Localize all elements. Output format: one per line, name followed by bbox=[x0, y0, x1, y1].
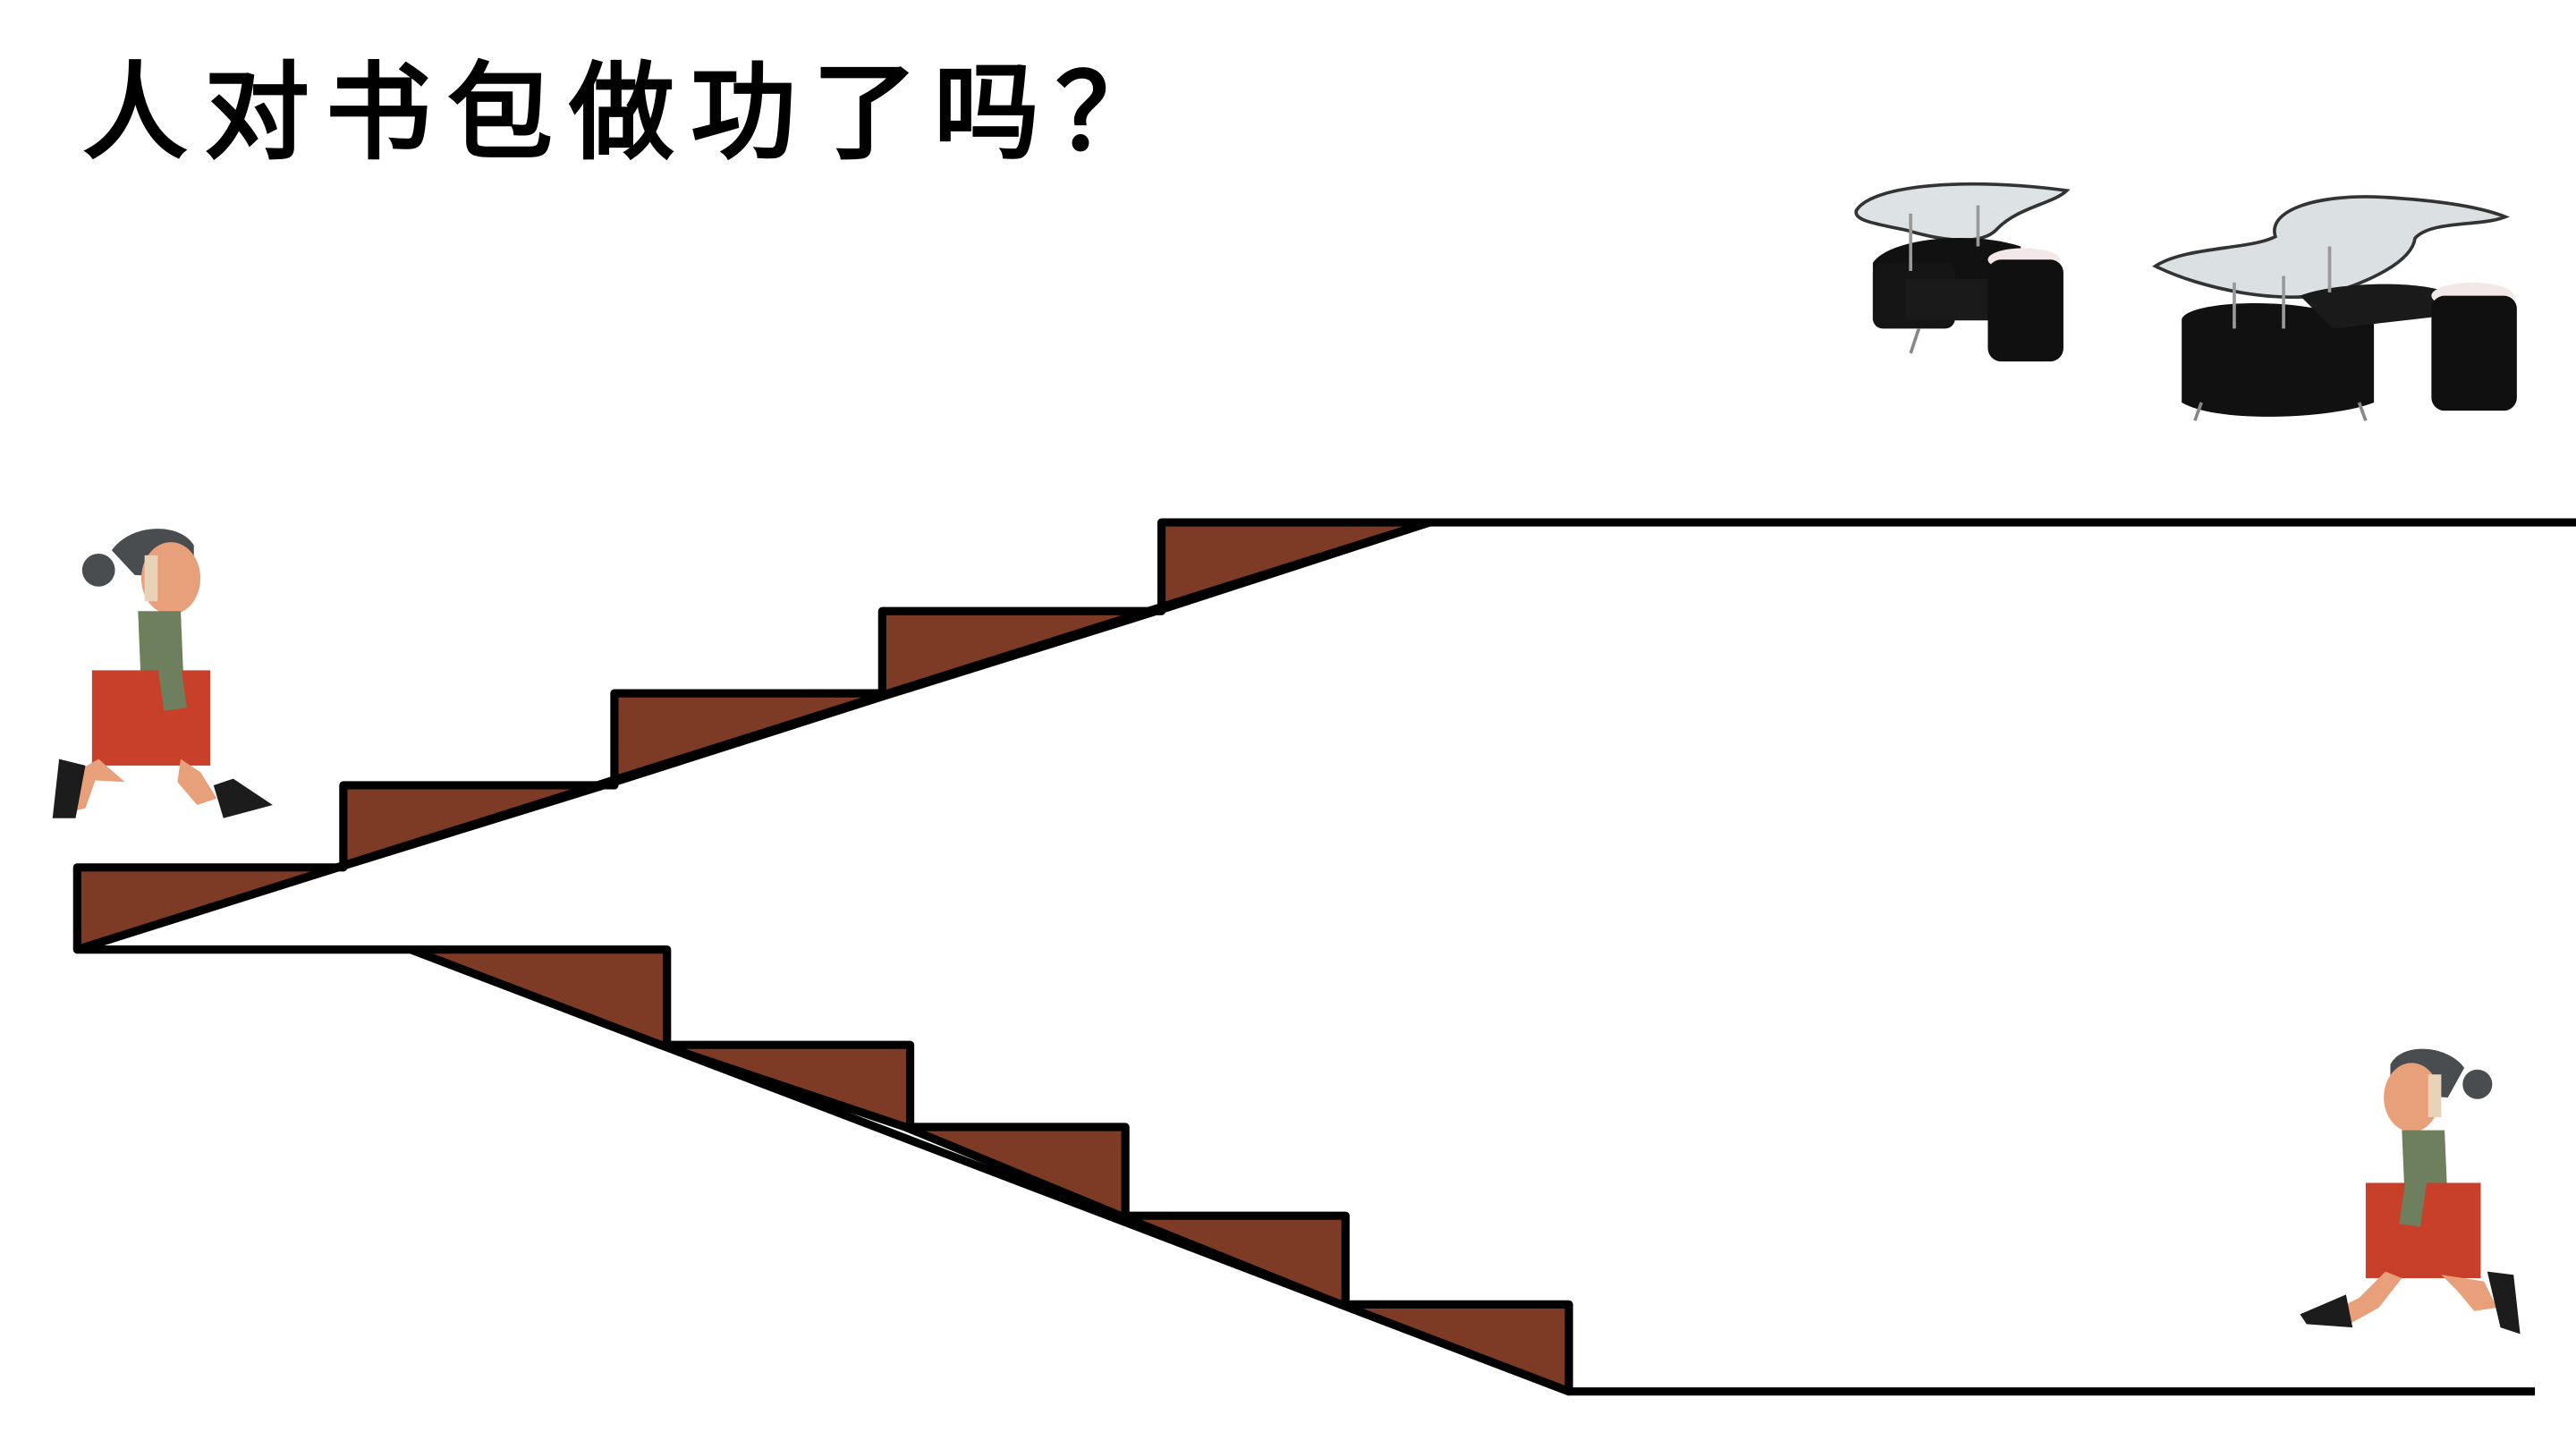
slide-title: 人对书包做功了吗？ bbox=[82, 50, 1178, 174]
lower-diagonal bbox=[409, 945, 1571, 1396]
girl-with-bag-right bbox=[2300, 1048, 2521, 1335]
lower-step-3 bbox=[901, 1123, 1130, 1220]
upper-diagonal bbox=[75, 518, 1431, 954]
lower-staircase bbox=[406, 945, 2536, 1396]
glass-coffee-table-large bbox=[2152, 195, 2517, 421]
upper-staircase bbox=[72, 518, 2576, 954]
glass-coffee-table-small bbox=[1854, 182, 2071, 362]
girl-with-bag-left bbox=[52, 529, 273, 818]
